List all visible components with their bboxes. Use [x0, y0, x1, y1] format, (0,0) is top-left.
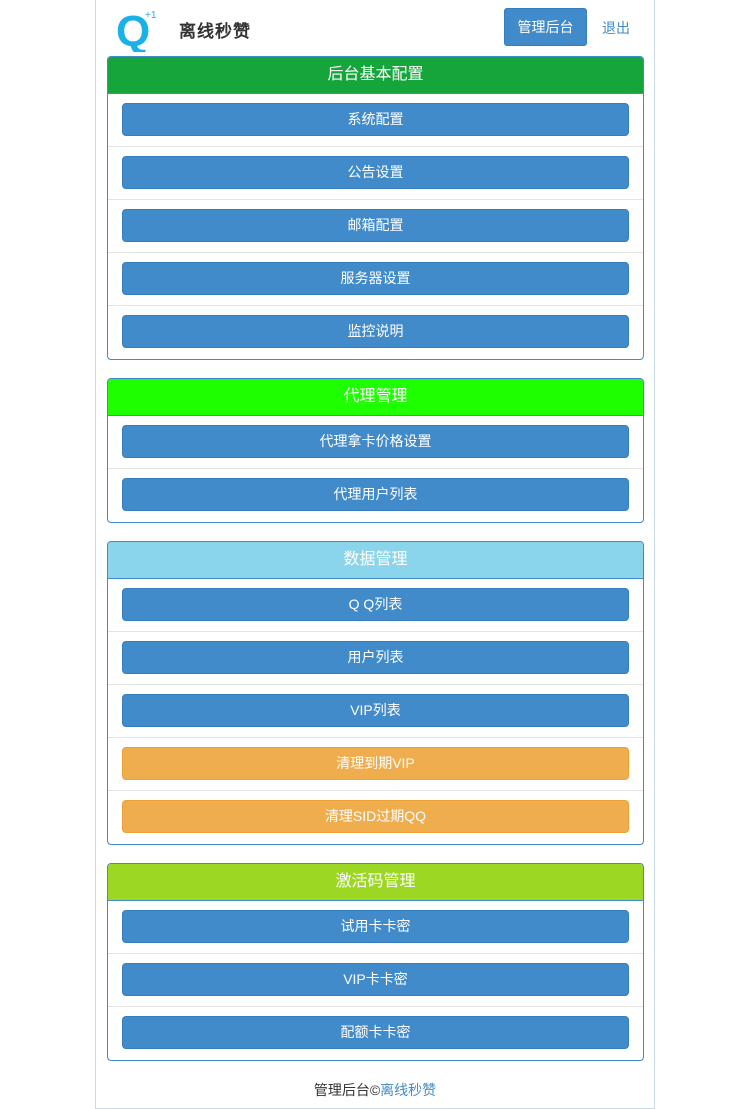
page-container: Q +1 离线秒赞 管理后台 退出 后台基本配置 系统配置 公告设置 邮箱配置 …	[95, 0, 655, 1109]
list-item: 试用卡卡密	[108, 901, 643, 954]
system-config-button[interactable]: 系统配置	[122, 103, 629, 136]
clean-expired-sid-qq-button[interactable]: 清理SID过期QQ	[122, 800, 629, 833]
header: Q +1 离线秒赞 管理后台 退出	[96, 0, 654, 56]
list-item: 监控说明	[108, 306, 643, 359]
list-item: 代理拿卡价格设置	[108, 416, 643, 469]
list-item: 公告设置	[108, 147, 643, 200]
list-item: 清理到期VIP	[108, 738, 643, 791]
panel-data-management: 数据管理 Q Q列表 用户列表 VIP列表 清理到期VIP 清理SID过期QQ	[107, 541, 644, 845]
panel-agent-management: 代理管理 代理拿卡价格设置 代理用户列表	[107, 378, 644, 523]
vip-card-keys-button[interactable]: VIP卡卡密	[122, 963, 629, 996]
agent-card-price-button[interactable]: 代理拿卡价格设置	[122, 425, 629, 458]
list-item: VIP列表	[108, 685, 643, 738]
agent-user-list-button[interactable]: 代理用户列表	[122, 478, 629, 511]
brand-title: 离线秒赞	[179, 22, 251, 41]
mail-config-button[interactable]: 邮箱配置	[122, 209, 629, 242]
panel-heading: 后台基本配置	[108, 57, 643, 94]
list-item: 配额卡卡密	[108, 1007, 643, 1060]
trial-card-keys-button[interactable]: 试用卡卡密	[122, 910, 629, 943]
qq-list-button[interactable]: Q Q列表	[122, 588, 629, 621]
list-item: 代理用户列表	[108, 469, 643, 522]
footer-text: 管理后台©	[313, 1082, 381, 1098]
logout-link[interactable]: 退出	[602, 20, 630, 36]
footer: 管理后台©离线秒赞	[96, 1080, 654, 1100]
panel-activation-code-management: 激活码管理 试用卡卡密 VIP卡卡密 配额卡卡密	[107, 863, 644, 1061]
panel-heading: 代理管理	[108, 379, 643, 416]
monitor-info-button[interactable]: 监控说明	[122, 315, 629, 348]
vip-list-button[interactable]: VIP列表	[122, 694, 629, 727]
announcement-settings-button[interactable]: 公告设置	[122, 156, 629, 189]
server-settings-button[interactable]: 服务器设置	[122, 262, 629, 295]
list-item: 系统配置	[108, 94, 643, 147]
panel-heading: 数据管理	[108, 542, 643, 579]
svg-text:+1: +1	[145, 10, 157, 21]
list-item: 用户列表	[108, 632, 643, 685]
admin-backend-button[interactable]: 管理后台	[504, 8, 587, 46]
list-item: 服务器设置	[108, 253, 643, 306]
list-item: 清理SID过期QQ	[108, 791, 643, 844]
quota-card-keys-button[interactable]: 配额卡卡密	[122, 1016, 629, 1049]
qq-logo-icon[interactable]: Q +1	[114, 4, 164, 52]
user-list-button[interactable]: 用户列表	[122, 641, 629, 674]
panel-basic-config: 后台基本配置 系统配置 公告设置 邮箱配置 服务器设置 监控说明	[107, 56, 644, 360]
list-item: VIP卡卡密	[108, 954, 643, 1007]
panel-heading: 激活码管理	[108, 864, 643, 901]
list-item: 邮箱配置	[108, 200, 643, 253]
footer-brand-link[interactable]: 离线秒赞	[380, 1082, 437, 1098]
list-item: Q Q列表	[108, 579, 643, 632]
svg-text:Q: Q	[116, 7, 150, 52]
clean-expired-vip-button[interactable]: 清理到期VIP	[122, 747, 629, 780]
